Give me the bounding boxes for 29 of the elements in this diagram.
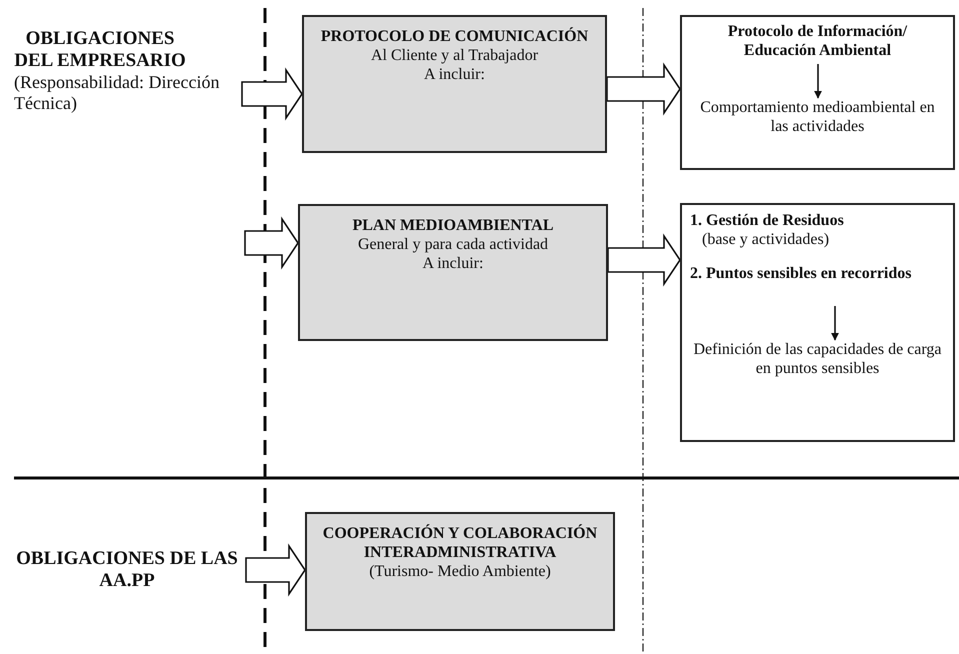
block-arrow (245, 543, 306, 597)
body-text: Al Cliente y al Trabajador (370, 46, 540, 65)
heading-text: COOPERACIÓN Y COLABORACIÓN INTERADMINISTRATIVA (322, 524, 598, 562)
body-text: A incluir: (423, 65, 486, 84)
body-text: Definición de las capacidades de carga en puntos sensibles (690, 340, 945, 382)
block-arrow (244, 216, 299, 270)
body-text: (base y actividades) (701, 230, 830, 249)
body-text: A incluir: (422, 254, 484, 273)
heading-text: OBLIGACIONES DE LAS AA.PP (8, 548, 246, 592)
heading-text: PROTOCOLO DE COMUNICACIÓN (320, 27, 590, 46)
heading-text: 1. Gestión de Residuos (690, 211, 845, 230)
heading-text: 2. Puntos sensibles en recorridos (690, 264, 945, 306)
process-box (298, 204, 608, 341)
process-box (305, 512, 615, 631)
body-text: General y para cada actividad (356, 235, 550, 254)
info-box (680, 203, 955, 442)
block-arrow (607, 233, 681, 287)
body-text: Comportamiento medioambiental en las actividades (690, 98, 945, 142)
body-text: (Turismo- Medio Ambiente) (368, 562, 552, 581)
block-arrow (241, 67, 303, 121)
arrow (831, 306, 839, 341)
heading-text: OBLIGACIONES DEL EMPRESARIO (13, 28, 187, 72)
heading-text: Protocolo de Información/ Educación Ambiental (690, 22, 945, 64)
block-arrow (606, 62, 681, 116)
arrow (814, 64, 822, 99)
body-text: (Responsabilidad: Dirección Técnica) (13, 72, 220, 114)
process-box (302, 15, 607, 153)
info-box (680, 15, 955, 170)
heading-text: PLAN MEDIOAMBIENTAL (351, 216, 555, 235)
